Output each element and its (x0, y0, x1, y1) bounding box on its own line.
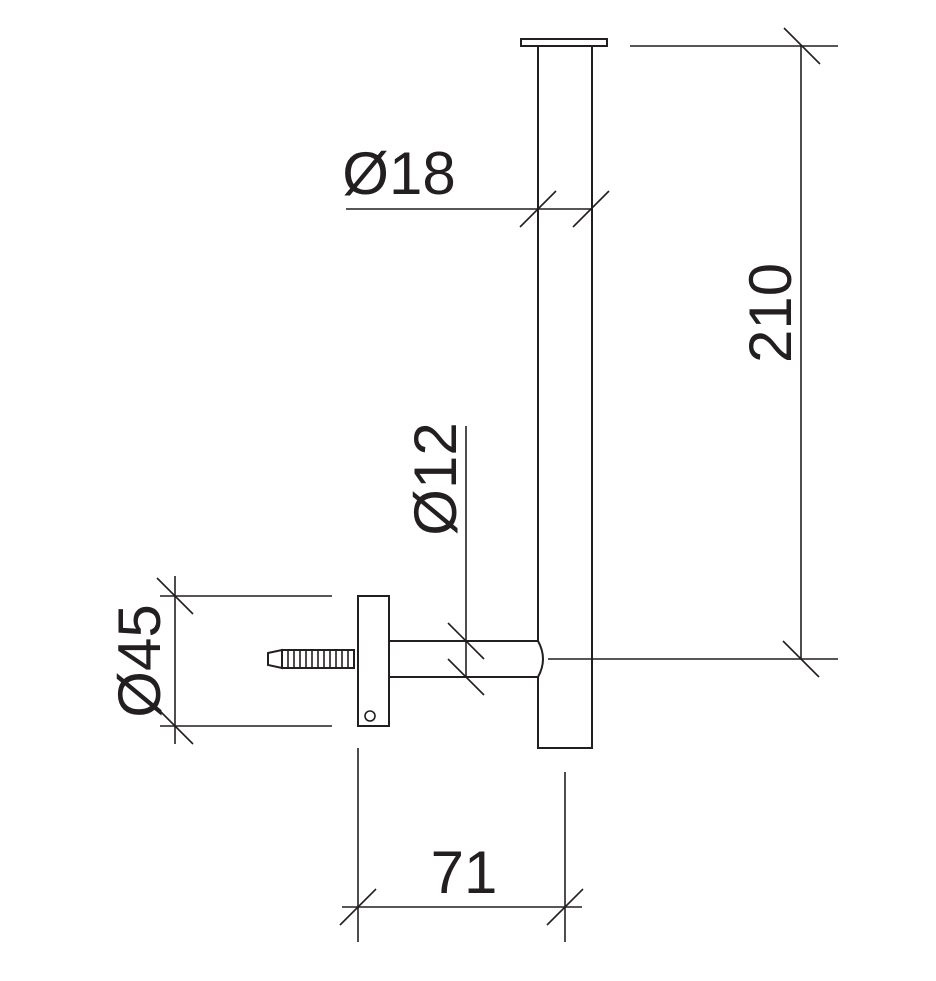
vertical-tube (520, 38, 608, 749)
dimension-projection-label: 71 (431, 839, 498, 906)
mounting-screw (267, 648, 355, 670)
dimension-arm-diameter-label: Ø12 (402, 422, 469, 535)
dimension-rosette-diameter: Ø45 (106, 576, 332, 745)
dimension-projection: 71 (339, 748, 584, 942)
dimension-tube-diameter-label: Ø18 (342, 140, 455, 207)
dimension-height-label: 210 (737, 263, 804, 363)
wall-rosette (357, 595, 390, 727)
dimension-tube-diameter: Ø18 (342, 140, 610, 228)
dimension-height: 210 (548, 27, 838, 678)
dimension-rosette-diameter-label: Ø45 (106, 604, 173, 717)
dimension-arm-diameter: Ø12 (402, 422, 485, 696)
